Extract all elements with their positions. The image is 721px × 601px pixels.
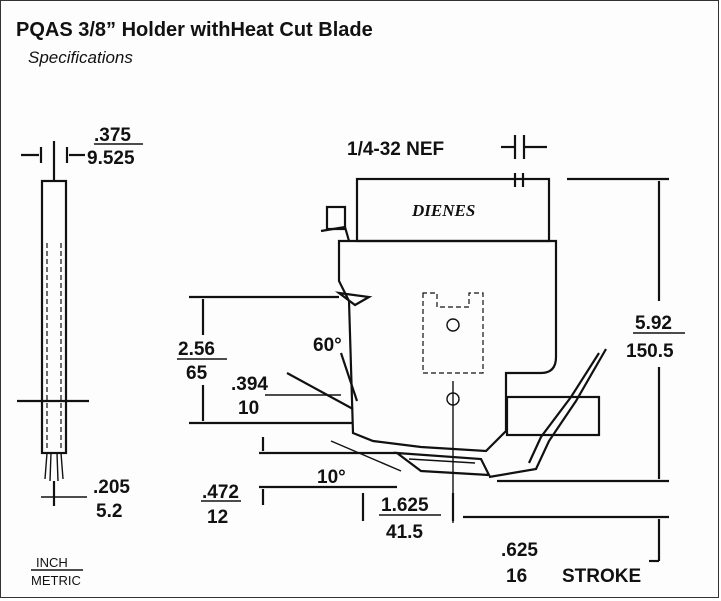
tip-width-metric: 5.2 — [96, 501, 122, 522]
cut-blade — [393, 451, 491, 477]
blade-angle: 60° — [313, 335, 342, 356]
height-inch: 5.92 — [635, 313, 672, 334]
depth-metric: 65 — [186, 363, 208, 384]
height-metric: 150.5 — [626, 341, 674, 362]
main-body — [337, 239, 558, 453]
page-title: PQAS 3/8” Holder withHeat Cut Blade — [16, 19, 373, 41]
adjuster-base — [320, 225, 351, 242]
tip-offset-metric: 12 — [207, 507, 228, 528]
adjuster-screw — [325, 205, 347, 231]
angle-leader — [339, 352, 359, 402]
stroke-metric: 16 — [506, 566, 527, 587]
side-view-body — [40, 179, 68, 455]
blade-edge — [408, 458, 476, 464]
side-view-blade-tip — [44, 452, 64, 482]
center-metric: 41.5 — [386, 522, 423, 543]
side-width-inch: .375 — [94, 125, 131, 146]
front-view — [320, 173, 607, 523]
pointer-tab — [334, 291, 373, 307]
center-inch: 1.625 — [381, 495, 429, 516]
stroke-inch: .625 — [501, 540, 538, 561]
legend-metric: METRIC — [31, 573, 81, 588]
heater-wire — [488, 348, 607, 479]
thread-label: 1/4-32 NEF — [347, 139, 444, 160]
tip-angle-leader — [330, 440, 402, 472]
side-view — [17, 141, 89, 506]
blade-offset-metric: 10 — [238, 398, 259, 419]
tip-angle: 10° — [317, 467, 346, 488]
side-width-metric: 9.525 — [87, 148, 135, 169]
stroke-label: STROKE — [562, 566, 641, 587]
side-clamp — [505, 395, 601, 437]
legend-inch: INCH — [36, 555, 68, 570]
depth-inch: 2.56 — [178, 339, 215, 360]
heater-wire-sheath — [528, 352, 600, 464]
slot-window — [422, 292, 484, 374]
brand-label: DIENES — [411, 201, 475, 220]
angle-leader — [286, 372, 354, 410]
tip-offset-inch: .472 — [202, 482, 239, 503]
page-subtitle: Specifications — [28, 48, 133, 67]
tip-width-inch: .205 — [93, 477, 130, 498]
slot-screw-hole — [446, 318, 460, 332]
blade-offset-inch: .394 — [231, 374, 268, 395]
